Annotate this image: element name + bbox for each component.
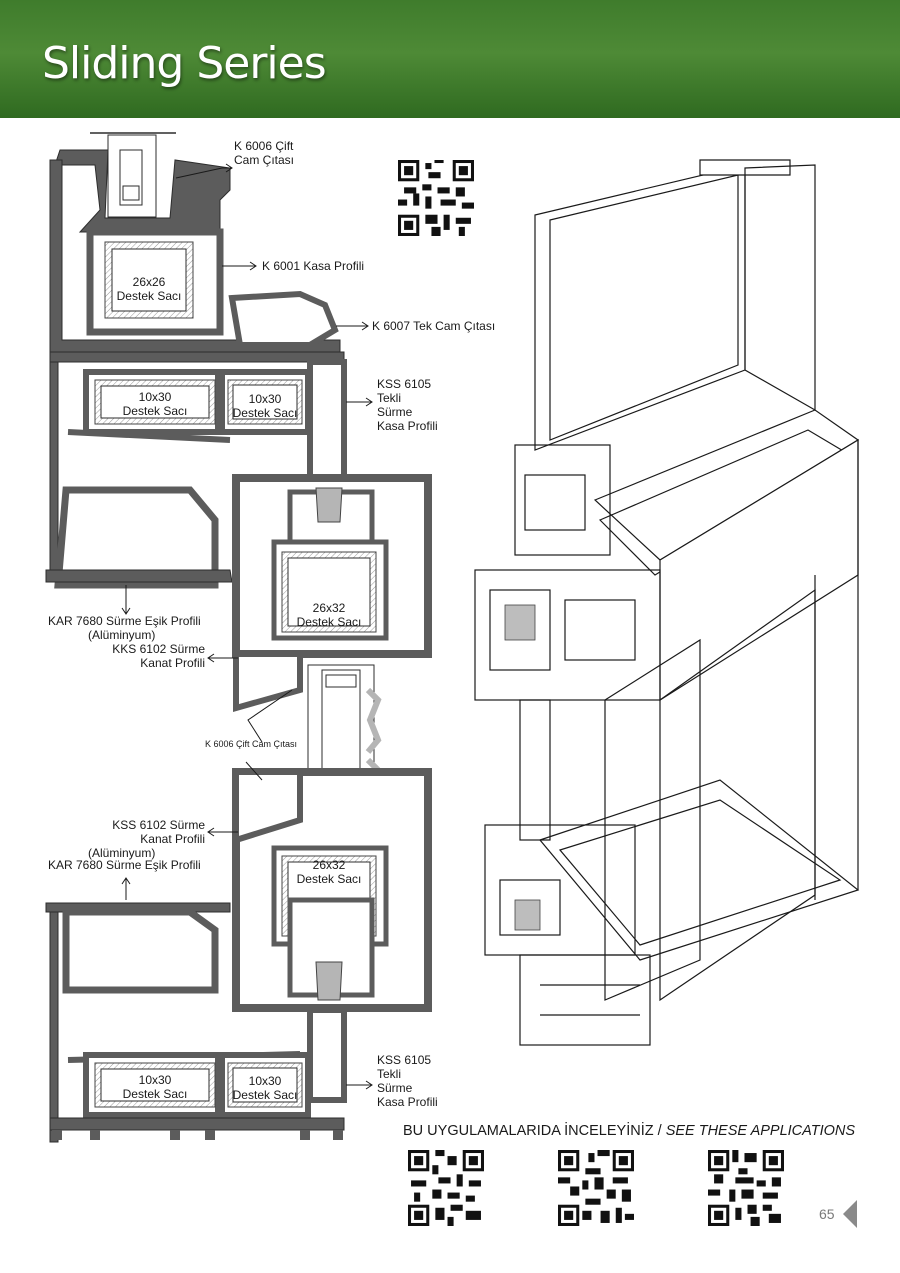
qr-code-icon[interactable] — [398, 160, 474, 236]
label-line: KSS 6105 — [377, 377, 432, 391]
page-title: Sliding Series — [42, 38, 327, 89]
label-line: KKS 6102 Sürme — [112, 642, 205, 656]
applications-separator: / — [653, 1123, 666, 1139]
label-line: (Alüminyum) — [88, 628, 156, 642]
label-line: Kanat Profili — [140, 656, 205, 670]
label-k6006-top: K 6006 Çift Cam Çıtası — [234, 139, 294, 167]
applications-title-tr: BU UYGULAMALARIDA İNCELEYİNİZ — [403, 1123, 654, 1139]
label-line: K 6006 Çift — [234, 139, 294, 153]
window-3d-view — [474, 159, 860, 1046]
label-line: Tekli — [377, 391, 402, 405]
leader-lines — [121, 163, 373, 1090]
label-kks6102-top: KKS 6102 Sürme Kanat Profili — [100, 642, 205, 670]
label-line: Kanat Profili — [140, 832, 205, 846]
label-kar7680-bot-1: (Alüminyum) — [88, 846, 156, 860]
label-line: Destek Sacı — [232, 406, 298, 420]
label-line: 10x30 — [138, 390, 172, 404]
page-number: 65 — [819, 1206, 835, 1222]
label-line: Destek Sacı — [296, 615, 362, 629]
label-line: 10x30 — [138, 1073, 172, 1087]
label-kar7680-top: KAR 7680 Sürme Eşik Profili (Alüminyum) — [48, 614, 201, 642]
label-k6001: K 6001 Kasa Profili — [262, 259, 365, 273]
label-line: Cam Çıtası — [234, 153, 295, 167]
label-line: Kasa Profili — [377, 1095, 438, 1109]
label-line: 26x26 — [132, 275, 166, 289]
header-bar: Sliding Series — [0, 0, 900, 118]
label-line: Sürme — [377, 405, 413, 419]
qr-code-icon[interactable] — [558, 1150, 634, 1226]
label-line: Destek Sacı — [122, 404, 188, 418]
label-line: KSS 6105 — [377, 1053, 432, 1067]
label-line: Destek Sacı — [122, 1087, 188, 1101]
qr-code-icon[interactable] — [408, 1150, 484, 1226]
label-kss6105-top: KSS 6105 Tekli Sürme Kasa Profili — [377, 377, 438, 433]
page-arrow-icon[interactable] — [843, 1200, 857, 1228]
label-line: 10x30 — [248, 1074, 282, 1088]
label-line: 26x32 — [312, 601, 346, 615]
label-line: 26x32 — [312, 858, 346, 872]
applications-title: BU UYGULAMALARIDA İNCELEYİNİZ / SEE THES… — [403, 1123, 855, 1139]
label-k6007: K 6007 Tek Cam Çıtası — [372, 319, 496, 333]
label-line: Destek Sacı — [116, 289, 182, 303]
label-line: 10x30 — [248, 392, 282, 406]
label-line: Tekli — [377, 1067, 402, 1081]
cross-section — [45, 132, 432, 1143]
label-line: KAR 7680 Sürme Eşik Profili — [48, 614, 201, 628]
label-line: KSS 6102 Sürme — [112, 818, 205, 832]
label-line: Destek Sacı — [296, 872, 362, 886]
label-line: Sürme — [377, 1081, 413, 1095]
label-kss6102-bot: KSS 6102 Sürme Kanat Profili — [100, 818, 205, 846]
label-line: Kasa Profili — [377, 419, 438, 433]
qr-code-icon[interactable] — [708, 1150, 784, 1226]
label-kar7680-bot-2: KAR 7680 Sürme Eşik Profili — [48, 858, 201, 872]
label-kss6105-bot: KSS 6105 Tekli Sürme Kasa Profili — [377, 1053, 438, 1109]
label-line: Destek Sacı — [232, 1088, 298, 1102]
label-k6006-mid: K 6006 Çift Cam Çıtası — [205, 739, 298, 749]
applications-title-en: SEE THESE APPLICATIONS — [665, 1123, 856, 1139]
